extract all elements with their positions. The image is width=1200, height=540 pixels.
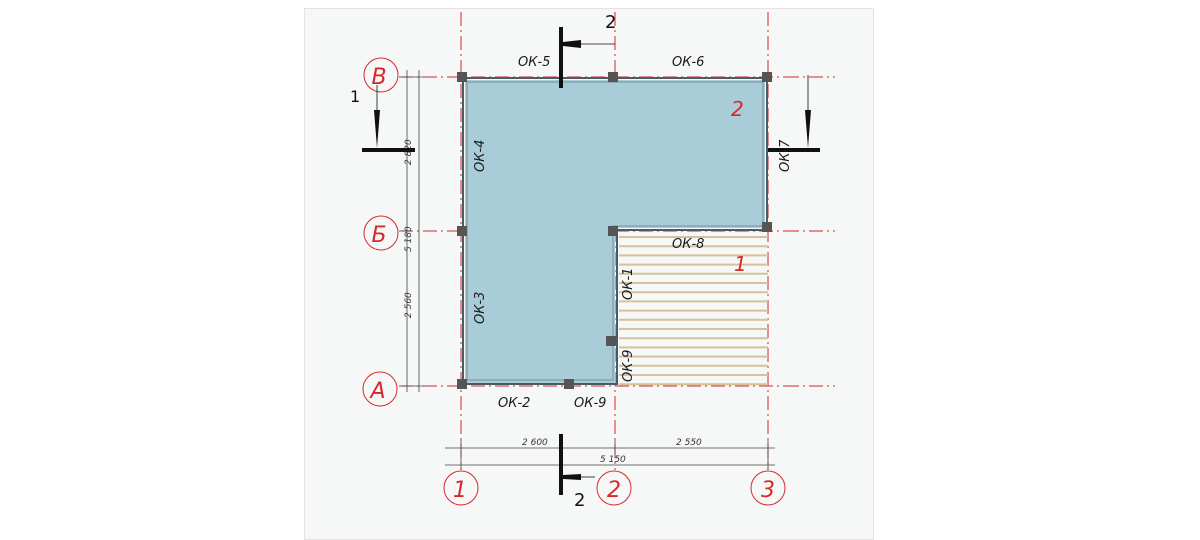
floor-plan: 2 820 5 180 2 560 2 600 2 550 5 150 В Б … bbox=[350, 12, 835, 511]
window-label-ok9: ОК-9 bbox=[574, 396, 606, 411]
axis-label-row: А bbox=[368, 379, 385, 404]
dim-5180: 5 180 bbox=[404, 226, 414, 252]
window-label-ok9-vertical: ОК-9 bbox=[621, 350, 636, 382]
window-label-ok7: ОК-7 bbox=[778, 139, 793, 172]
window-label-ok6: ОК-6 bbox=[672, 55, 704, 70]
axis-label-column: 3 bbox=[761, 478, 775, 503]
window-label-ok4: ОК-4 bbox=[473, 140, 488, 172]
room-number-1: 1 bbox=[734, 252, 747, 276]
window-label-ok2: ОК-2 bbox=[498, 396, 530, 411]
dimension-lines bbox=[402, 70, 775, 470]
window-label-ok1: ОК-1 bbox=[621, 268, 636, 300]
window-label-ok3: ОК-3 bbox=[473, 292, 488, 324]
window-label-ok8: ОК-8 bbox=[672, 237, 704, 252]
section-1-label: 1 bbox=[350, 87, 360, 106]
section-markers bbox=[362, 27, 820, 495]
room-number-2: 2 bbox=[731, 97, 744, 121]
deck-area bbox=[619, 236, 768, 386]
axis-label-row: Б bbox=[371, 223, 386, 248]
dim-2560: 2 560 bbox=[404, 292, 414, 318]
columns bbox=[457, 72, 772, 389]
dim-2550: 2 550 bbox=[676, 438, 702, 448]
dim-2600: 2 600 bbox=[522, 438, 548, 448]
axis-label-column: 2 bbox=[607, 478, 621, 503]
axis-label-row: В bbox=[371, 65, 386, 90]
axis-bubbles bbox=[362, 57, 786, 506]
section-2-label-bottom: 2 bbox=[574, 490, 585, 511]
dim-5150: 5 150 bbox=[600, 455, 626, 465]
axis-label-column: 1 bbox=[453, 478, 467, 503]
window-label-ok5: ОК-5 bbox=[518, 55, 550, 70]
section-2-label-top: 2 bbox=[605, 12, 616, 33]
